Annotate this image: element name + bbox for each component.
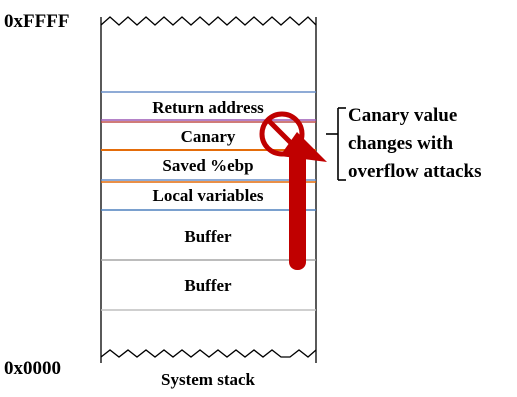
frame-label-buffer-1: Buffer	[184, 227, 232, 246]
annotation-bracket	[326, 107, 346, 181]
top-address-label: 0xFFFF	[4, 11, 69, 32]
top-break-line	[100, 16, 317, 26]
frame-label-canary: Canary	[181, 127, 236, 146]
frame-label-saved-ebp: Saved %ebp	[162, 156, 253, 175]
stack-caption: System stack	[161, 370, 256, 389]
annotation-line-1: Canary value	[348, 105, 457, 126]
overflow-arrow-icon	[280, 132, 327, 270]
stack-outline	[100, 16, 317, 363]
bottom-break-line	[100, 349, 317, 358]
frame-label-buffer-2: Buffer	[184, 276, 232, 295]
annotation-line-2: changes with	[348, 133, 453, 154]
annotation-line-3: overflow attacks	[348, 161, 482, 182]
frame-label-local-variables: Local variables	[153, 186, 264, 205]
stack-dividers	[101, 91, 316, 311]
frame-label-return-address: Return address	[152, 98, 264, 117]
bottom-address-label: 0x0000	[4, 358, 61, 379]
prohibition-icon	[259, 111, 305, 157]
